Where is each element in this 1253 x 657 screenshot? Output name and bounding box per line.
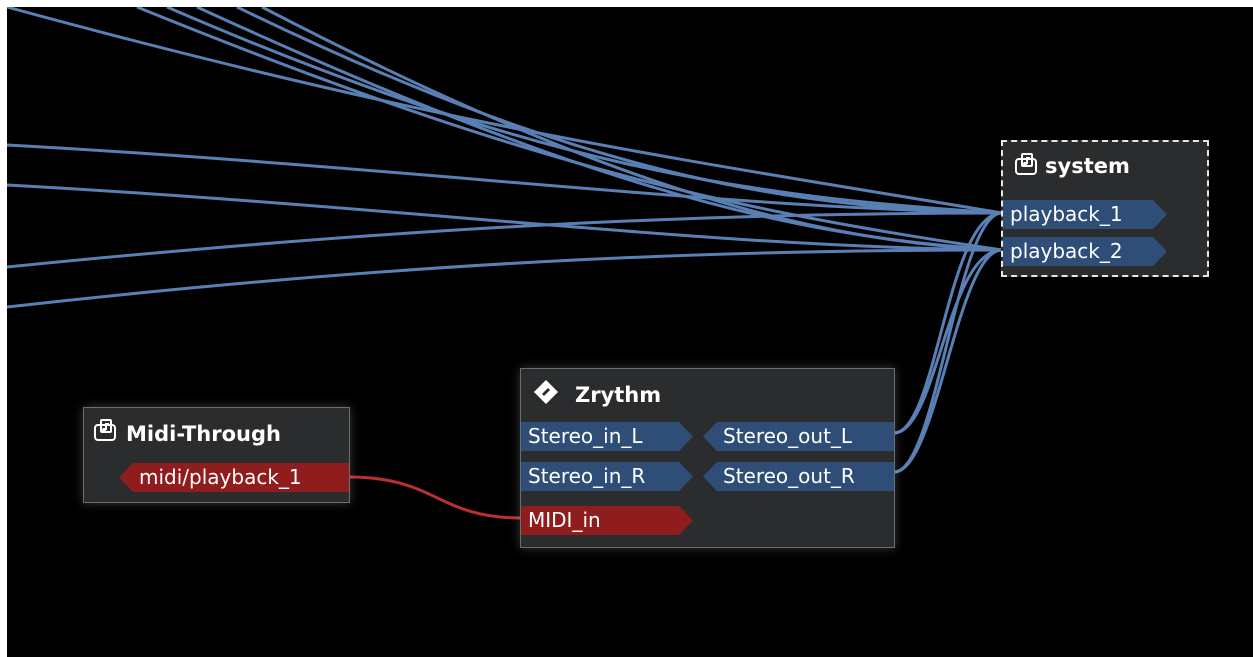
connections-layer (7, 7, 1003, 520)
midi-through-node[interactable]: Midi-Through midi/playback_1 (83, 407, 350, 503)
audio-wire[interactable] (236, 7, 1003, 215)
node-title: system (1045, 154, 1130, 178)
port-stereo-in-l[interactable]: Stereo_in_L (521, 422, 693, 451)
node-title: Zrythm (575, 383, 662, 407)
zrythm-diamond-icon (533, 379, 559, 409)
port-playback-1[interactable]: playback_1 (1003, 200, 1167, 229)
system-node[interactable]: system playback_1 playback_2 (1001, 140, 1209, 277)
audio-device-icon (93, 418, 117, 446)
port-midi-playback-1[interactable]: midi/playback_1 (119, 463, 349, 492)
port-stereo-out-r[interactable]: Stereo_out_R (703, 462, 894, 491)
audio-wire[interactable] (7, 183, 1003, 252)
audio-wire[interactable] (166, 7, 1003, 215)
audio-wire[interactable] (7, 143, 1003, 215)
audio-wire[interactable] (893, 248, 1003, 435)
port-stereo-in-r[interactable]: Stereo_in_R (521, 462, 693, 491)
audio-wire[interactable] (893, 248, 1003, 474)
port-midi-in[interactable]: MIDI_in (521, 506, 693, 535)
node-title: Midi-Through (126, 422, 281, 446)
port-stereo-out-l[interactable]: Stereo_out_L (703, 422, 894, 451)
patchbay-canvas[interactable]: system playback_1 playback_2 Zrythm Ster… (7, 7, 1253, 657)
audio-device-icon (1014, 152, 1038, 180)
audio-wire[interactable] (7, 248, 1003, 309)
zrythm-node[interactable]: Zrythm Stereo_in_L Stereo_in_R MIDI_in S… (520, 368, 895, 548)
audio-wire[interactable] (7, 211, 1003, 269)
midi-wire[interactable] (348, 475, 522, 520)
port-playback-2[interactable]: playback_2 (1003, 237, 1167, 266)
